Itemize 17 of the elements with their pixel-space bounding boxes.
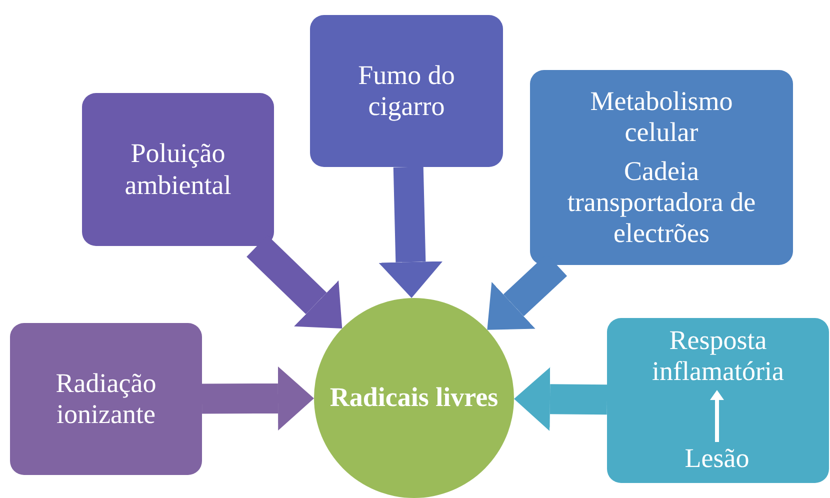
- box-label: Radiação ionizante: [54, 368, 158, 430]
- box-label: Cadeia transportadora de electrões: [566, 156, 757, 250]
- process-box: [530, 70, 793, 265]
- block-arrow: [202, 366, 314, 430]
- box-label: Fumo do cigarro: [357, 60, 456, 122]
- node-label: Resposta inflamatória: [613, 322, 823, 390]
- process-box: [82, 93, 274, 246]
- box-label: Metabolismo celular: [589, 86, 734, 148]
- box-label: Poluição ambiental: [124, 138, 232, 201]
- block-arrow: [378, 166, 443, 298]
- node-label: Lesão: [677, 442, 757, 476]
- process-box: [310, 15, 503, 167]
- block-arrow: [514, 367, 608, 432]
- process-box: [607, 318, 829, 483]
- process-box: [10, 323, 202, 475]
- arrow: [710, 390, 724, 442]
- box-label: Radicais livres: [330, 382, 498, 414]
